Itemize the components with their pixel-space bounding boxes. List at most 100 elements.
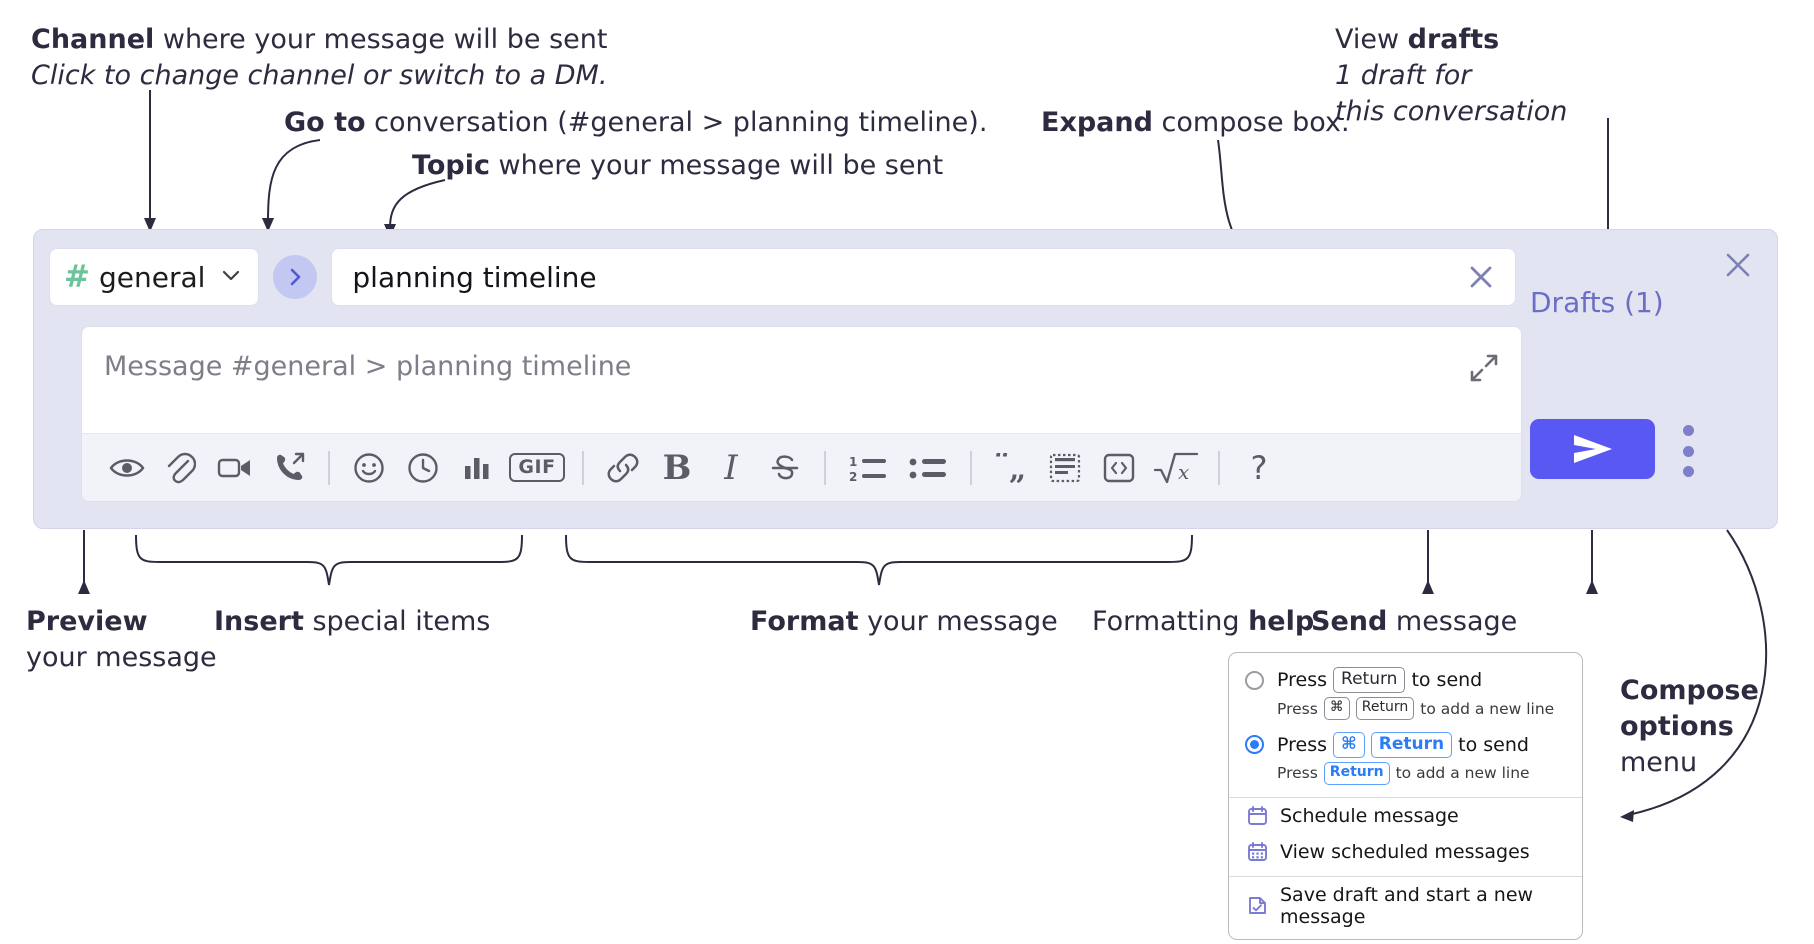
- sub-text-pre: Press: [1277, 764, 1318, 783]
- calendar-grid-icon: [1247, 841, 1268, 862]
- close-icon: [1726, 253, 1750, 277]
- menu-radio-option-cmd-return[interactable]: Press ⌘ Return to send: [1229, 731, 1582, 758]
- gif-button[interactable]: GIF: [504, 444, 570, 492]
- key-command: ⌘: [1333, 731, 1365, 758]
- menu-item-save-draft[interactable]: Save draft and start a new message: [1229, 877, 1582, 935]
- formatting-help-button[interactable]: ?: [1232, 444, 1286, 492]
- menu-divider: [1229, 796, 1582, 798]
- sub-text-post: to add a new line: [1395, 764, 1530, 783]
- annotation-compose-options: Compose options menu: [1620, 673, 1759, 781]
- menu-item-schedule-message[interactable]: Schedule message: [1229, 798, 1582, 834]
- math-button[interactable]: x: [1146, 444, 1206, 492]
- channel-selector[interactable]: # general: [49, 248, 260, 306]
- toolbar-divider: [824, 450, 826, 485]
- poll-button[interactable]: [450, 444, 504, 492]
- clock-icon: [408, 452, 438, 483]
- link-button[interactable]: [596, 444, 650, 492]
- annotation-topic-rest: where your message will be sent: [489, 150, 944, 181]
- annotation-format-rest: your message: [858, 606, 1058, 637]
- italic-button[interactable]: I: [704, 444, 758, 492]
- chevron-down-icon: [220, 264, 242, 291]
- ordered-list-icon: 1 2: [849, 455, 886, 483]
- annotation-channel-italic: Click to change channel or switch to a D…: [31, 60, 608, 91]
- chevron-right-icon: [291, 268, 301, 286]
- annotation-goto-rest: conversation (#general > planning timeli…: [365, 107, 988, 138]
- topic-input[interactable]: planning timeline: [331, 248, 1517, 306]
- annotation-preview-line2: your message: [26, 642, 217, 673]
- code-block-button[interactable]: [1038, 444, 1092, 492]
- expand-compose-button[interactable]: [1469, 353, 1499, 388]
- inline-code-button[interactable]: [1092, 444, 1146, 492]
- goto-conversation-button[interactable]: [273, 255, 318, 299]
- menu-item-label: Schedule message: [1280, 804, 1459, 827]
- radio-button[interactable]: [1245, 670, 1264, 690]
- annotation-channel: Channel where your message will be sent …: [31, 22, 607, 94]
- annotation-compose-options-line3: menu: [1620, 747, 1698, 778]
- audio-clip-button[interactable]: [262, 444, 316, 492]
- emoji-button[interactable]: [342, 444, 396, 492]
- attachment-button[interactable]: [154, 444, 208, 492]
- menu-radio-sub-return: Press ⌘ Return to add a new line: [1229, 697, 1582, 720]
- toolbar-divider: [582, 450, 584, 485]
- key-return: Return: [1333, 667, 1406, 694]
- video-icon: [217, 458, 250, 477]
- toolbar-divider: [970, 450, 972, 485]
- paper-plane-icon: [1573, 435, 1612, 463]
- svg-text:2: 2: [849, 470, 857, 483]
- annotation-goto-bold: Go to: [284, 107, 366, 138]
- radio-text-post: to send: [1458, 733, 1529, 756]
- blockquote-icon: “ „: [994, 453, 1026, 483]
- preview-button[interactable]: [100, 444, 154, 492]
- emoji-icon: [354, 452, 384, 483]
- video-clip-button[interactable]: [208, 444, 262, 492]
- menu-radio-label: Press Return to send: [1277, 667, 1482, 694]
- menu-item-view-scheduled-messages[interactable]: View scheduled messages: [1229, 834, 1582, 870]
- annotation-help: Formatting help: [1092, 604, 1314, 640]
- key-command: ⌘: [1323, 697, 1350, 720]
- panel-close-button[interactable]: [1721, 248, 1755, 282]
- menu-radio-label: Press ⌘ Return to send: [1277, 731, 1529, 758]
- blockquote-button[interactable]: “ „: [984, 444, 1038, 492]
- menu-radio-option-return[interactable]: Press Return to send: [1229, 667, 1582, 694]
- ordered-list-button[interactable]: 1 2: [838, 444, 898, 492]
- channel-name-label: general: [98, 260, 206, 294]
- compose-options-menu: Press Return to send Press ⌘ Return to a…: [1228, 652, 1583, 940]
- annotation-drafts-bold: drafts: [1407, 24, 1500, 55]
- bold-button[interactable]: B: [650, 444, 704, 492]
- more-vertical-icon-dot: [1682, 445, 1694, 457]
- menu-divider: [1229, 875, 1582, 877]
- help-icon: ?: [1250, 448, 1268, 487]
- annotation-topic: Topic where your message will be sent: [412, 148, 943, 184]
- inline-code-icon: [1103, 453, 1135, 482]
- annotation-topic-bold: Topic: [412, 150, 490, 181]
- radio-text-pre: Press: [1277, 669, 1328, 692]
- annotation-drafts-italic-2: this conversation: [1335, 96, 1568, 127]
- sub-text-pre: Press: [1277, 699, 1318, 718]
- compose-options-button[interactable]: [1678, 425, 1698, 477]
- annotation-expand-rest: compose box.: [1152, 107, 1350, 138]
- topic-clear-button[interactable]: [1465, 261, 1497, 293]
- key-return: Return: [1323, 762, 1390, 785]
- svg-text:x: x: [1178, 460, 1189, 484]
- radio-button-selected[interactable]: [1245, 735, 1264, 755]
- close-icon: [1471, 266, 1492, 288]
- annotation-drafts: View drafts 1 draft for this conversatio…: [1335, 22, 1567, 130]
- more-vertical-icon-dot: [1682, 466, 1694, 477]
- annotation-insert-rest: special items: [303, 606, 491, 637]
- drafts-link[interactable]: Drafts (1): [1530, 286, 1664, 319]
- menu-item-label: Save draft and start a new message: [1280, 883, 1534, 928]
- strikethrough-button[interactable]: [758, 444, 812, 492]
- annotation-channel-rest: where your message will be sent: [154, 24, 608, 55]
- schedule-button[interactable]: [396, 444, 450, 492]
- bulleted-list-icon: [909, 458, 946, 478]
- message-input-box[interactable]: Message #general > planning timeline: [81, 326, 1522, 502]
- bulleted-list-button[interactable]: [898, 444, 958, 492]
- poll-icon: [465, 457, 489, 479]
- formatting-toolbar: GIF B I: [82, 433, 1521, 501]
- calendar-icon: [1247, 805, 1268, 826]
- annotation-insert-bold: Insert: [214, 606, 304, 637]
- sub-text-post: to add a new line: [1420, 699, 1555, 718]
- send-button[interactable]: [1530, 419, 1655, 479]
- gif-label: GIF: [509, 453, 565, 482]
